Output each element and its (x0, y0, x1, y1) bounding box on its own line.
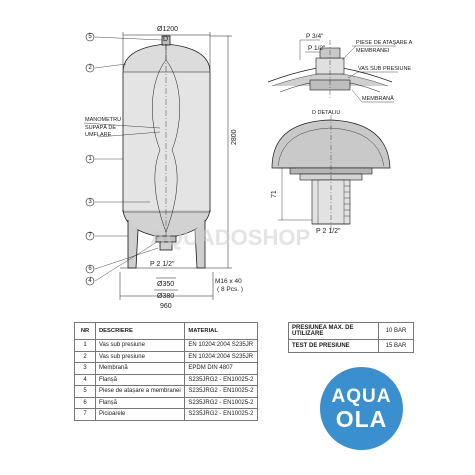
callout-3: 3 (85, 197, 95, 207)
detail-parts-line2: MEMBRANEI (356, 48, 390, 54)
detail-title: D DETALIU (312, 110, 340, 116)
dim-diameter-380: Ø380 (157, 293, 174, 300)
callout-2: 2 (85, 63, 95, 73)
spec-label: PRESIUNEA MAX. DE UTILIZARE (288, 322, 379, 340)
spec-label: TEST DE PRESIUNE (288, 339, 379, 353)
main-dimensions (119, 32, 232, 300)
callout-7: 7 (85, 231, 95, 241)
cell-nr: 3 (74, 362, 96, 375)
cell-description: Flanșă (94, 396, 186, 409)
parts-table: NR DESCRIERE MATERIAL 1 Vas sub presiune… (74, 322, 258, 421)
callout-1: 1 (85, 154, 95, 164)
dim-diameter-top: Ø1200 (157, 26, 178, 33)
cell-nr: 7 (74, 408, 96, 421)
leader-lines (83, 36, 163, 282)
cell-description: Vas sub presiune (94, 339, 186, 352)
detail-membrane: MEMBRANĂ (362, 95, 394, 102)
specs-table: PRESIUNEA MAX. DE UTILIZARE 10 BAR TEST … (288, 322, 414, 353)
header-material: MATERIAL (184, 322, 258, 340)
detail-port-34: P 3/4" (306, 33, 324, 40)
cell-material: S235JRG2 - EN10025-2 (184, 385, 258, 398)
cell-description: Membrană (94, 362, 186, 375)
cell-description: Picioarele (94, 408, 186, 421)
header-nr: NR (74, 322, 96, 340)
callout-4: 4 (85, 276, 95, 286)
callout-5-label: 5 (88, 34, 92, 40)
dim-width-960: 960 (160, 303, 172, 310)
logo-line1: AQUA (331, 385, 392, 407)
aqua-ola-logo: AQUA OLA (320, 367, 403, 450)
table-row: 2 Vas sub presiune EN 10204:2004 S235JR (74, 350, 258, 363)
table-row: 5 Piese de atașare a membranei S235JRG2 … (74, 385, 258, 398)
logo-line2: OLA (335, 405, 388, 432)
spec-row-test-pressure: TEST DE PRESIUNE 15 BAR (288, 339, 414, 353)
cell-material: EN 10204:2004 S235JR (184, 339, 258, 352)
callout-7-label: 7 (88, 233, 92, 239)
table-row: 4 Flanșă S235JRG2 - EN10025-2 (74, 373, 258, 386)
cell-description: Piese de atașare a membranei (94, 385, 186, 398)
cell-nr: 1 (74, 339, 96, 352)
dim-top-d: D (163, 36, 168, 43)
table-row: 3 Membrană EPDM DIN 4807 (74, 362, 258, 375)
callout-3-label: 3 (88, 199, 92, 205)
spec-value: 10 BAR (378, 322, 414, 340)
watermark: AQUADOSHOP (150, 225, 310, 250)
label-valve-line1: SUPAPĂ DE (85, 124, 116, 131)
detail-port-12: P 1/2" (308, 45, 326, 52)
flange-port-212: P 2 1/2" (316, 228, 341, 235)
detail-parts-line1: PIESE DE ATAȘARE A (356, 40, 413, 46)
cell-material: S235JRG2 - EN10025-2 (184, 408, 258, 421)
callout-5: 5 (85, 32, 95, 42)
cell-material: S235JRG2 - EN10025-2 (184, 373, 258, 386)
detail-d-drawing (267, 39, 398, 103)
cell-description: Flanșă (94, 373, 186, 386)
callout-1-label: 1 (88, 156, 92, 162)
callout-6-label: 6 (88, 266, 92, 272)
dim-height: 2800 (231, 129, 238, 145)
dim-diameter-350: Ø350 (157, 281, 174, 288)
label-valve-line2: UMFLARE (85, 132, 112, 138)
label-manometer: MANOMETRU (85, 117, 121, 123)
cell-material: EN 10204:2004 S235JR (184, 350, 258, 363)
dim-port-bottom: P 2 1/2" (150, 261, 175, 268)
cell-material: EPDM DIN 4807 (184, 362, 258, 375)
cell-nr: 6 (74, 396, 96, 409)
callout-4-label: 4 (88, 278, 92, 284)
cell-nr: 4 (74, 373, 96, 386)
flange-dim-71: 71 (271, 190, 278, 198)
table-row: 7 Picioarele S235JRG2 - EN10025-2 (74, 408, 258, 421)
cell-material: S235JRG2 - EN10025-2 (184, 396, 258, 409)
tank-drawing (120, 35, 213, 269)
spec-row-max-pressure: PRESIUNEA MAX. DE UTILIZARE 10 BAR (288, 322, 414, 340)
dim-bolts: M16 x 40 (215, 278, 242, 285)
detail-vessel: VAS SUB PRESIUNE (358, 66, 411, 72)
technical-drawing: Ø1200 D 2800 P 2 1/2" Ø350 Ø380 960 M16 … (83, 26, 413, 310)
table-row: 1 Vas sub presiune EN 10204:2004 S235JR (74, 339, 258, 352)
flange-detail-drawing (271, 115, 391, 232)
cell-nr: 2 (74, 350, 96, 363)
dim-bolts-count: ( 8 Pcs. ) (217, 286, 243, 293)
callout-2-label: 2 (88, 65, 92, 71)
callout-6: 6 (85, 264, 95, 274)
header-description: DESCRIERE (94, 322, 186, 340)
cell-description: Vas sub presiune (94, 350, 186, 363)
cell-nr: 5 (74, 385, 96, 398)
spec-value: 15 BAR (378, 339, 414, 353)
table-row: 6 Flanșă S235JRG2 - EN10025-2 (74, 396, 258, 409)
parts-table-header: NR DESCRIERE MATERIAL (74, 322, 258, 340)
